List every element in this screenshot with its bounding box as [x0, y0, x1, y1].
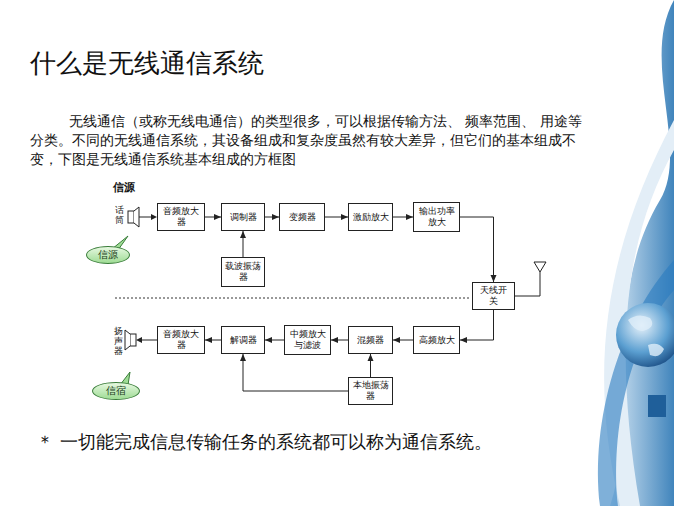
- speaker-symbol: [130, 334, 136, 346]
- box-text: 输出功率放大: [417, 206, 456, 228]
- mic-wire: [139, 217, 152, 218]
- box-text: 音频放大器: [161, 329, 201, 351]
- process-box: 变频器: [279, 203, 325, 231]
- box-text: 调制器: [230, 212, 257, 223]
- plug-icon: [648, 395, 666, 417]
- slide-title: 什么是无线通信系统: [30, 46, 264, 81]
- box-text: 信宿: [106, 384, 126, 398]
- mic-head: [134, 207, 139, 227]
- signal-arrow: [393, 340, 413, 341]
- signal-arrow: [265, 217, 279, 218]
- process-box: 中频放大与滤波: [284, 325, 331, 355]
- signal-arrow: [331, 340, 348, 341]
- speaker-wire: [142, 340, 157, 341]
- box-text: 中频放大与滤波: [288, 329, 327, 351]
- process-box: 调制器: [221, 203, 265, 231]
- process-box: 天线开关: [472, 282, 515, 310]
- process-box: 输出功率放大: [413, 202, 460, 232]
- signal-arrow: [243, 231, 244, 257]
- box-text: 混频器: [357, 335, 384, 346]
- divider-dotted: [115, 298, 470, 299]
- process-box: 激励放大: [348, 203, 393, 231]
- box-text: 解调器: [230, 335, 257, 346]
- speaker-label: 扬声器: [114, 327, 123, 357]
- callout-ellipse: 信宿: [92, 382, 140, 400]
- box-text: 高频放大: [419, 335, 455, 346]
- signal-arrow: [243, 354, 348, 391]
- process-box: 本地振荡器: [348, 377, 393, 405]
- mic-label: 话筒: [115, 206, 124, 226]
- intro-paragraph: 无线通信（或称无线电通信）的类型很多，可以根据传输方法、 频率范围、 用途等分类…: [30, 112, 585, 169]
- process-box: 载波振荡器: [221, 257, 265, 287]
- box-text: 信源: [98, 248, 118, 262]
- speaker-cone: [125, 330, 130, 350]
- globe-land: [628, 315, 664, 356]
- source-heading: 信源: [113, 180, 135, 195]
- speaker-arrow: [136, 337, 142, 343]
- box-text: 本地振荡器: [352, 380, 389, 402]
- footnote: ＊ 一切能完成信息传输任务的系统都可以称为通信系统。: [36, 430, 492, 454]
- box-text: 音频放大器: [161, 206, 201, 228]
- signal-arrow: [370, 354, 371, 377]
- antenna-feed: [515, 272, 540, 296]
- box-text: 变频器: [289, 212, 316, 223]
- signal-arrow: [265, 340, 284, 341]
- process-box: 混频器: [348, 326, 393, 354]
- signal-arrow: [325, 217, 348, 218]
- antenna-symbol: [534, 262, 546, 272]
- box-text: 载波振荡器: [225, 261, 261, 283]
- callout-ellipse: 信源: [86, 246, 130, 264]
- mic-symbol: [128, 211, 134, 223]
- signal-arrow: [460, 310, 494, 340]
- process-box: 高频放大: [413, 326, 460, 354]
- process-box: 音频放大器: [157, 326, 205, 354]
- signal-arrow: [205, 217, 221, 218]
- signal-arrow: [205, 340, 221, 341]
- box-text: 激励放大: [353, 212, 389, 223]
- globe: [616, 303, 674, 367]
- box-text: 天线开关: [476, 285, 511, 307]
- signal-arrow: [393, 217, 413, 218]
- swoosh-band: [598, 260, 674, 506]
- signal-arrow: [460, 217, 494, 282]
- process-box: 解调器: [221, 326, 265, 354]
- process-box: 音频放大器: [157, 203, 205, 231]
